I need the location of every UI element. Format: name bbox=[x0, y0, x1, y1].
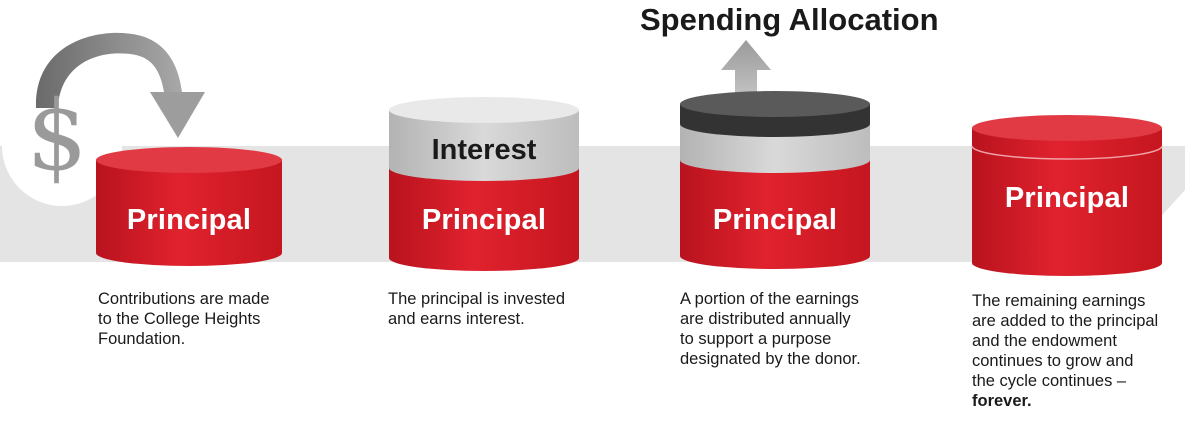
cylinder-2 bbox=[389, 97, 579, 271]
step-1-caption: Contributions are made to the College He… bbox=[98, 289, 298, 349]
caption-line: to the College Heights bbox=[98, 310, 261, 328]
step-3-caption: A portion of the earnings are distribute… bbox=[680, 289, 895, 369]
caption-line: The remaining earnings bbox=[972, 292, 1146, 310]
caption-line: The principal is invested bbox=[388, 290, 566, 308]
caption-line: are distributed annually bbox=[680, 310, 851, 328]
caption-line: Foundation. bbox=[98, 330, 186, 348]
caption-line: and the endowment bbox=[972, 332, 1117, 350]
caption-line: A portion of the earnings bbox=[680, 290, 859, 308]
cylinder-4 bbox=[971, 115, 1163, 276]
up-arrow-icon bbox=[721, 40, 771, 104]
caption-line: to support a purpose bbox=[680, 330, 832, 348]
step-2-caption: The principal is invested and earns inte… bbox=[388, 289, 598, 329]
caption-line: and earns interest. bbox=[388, 310, 525, 328]
principal-label-3: Principal bbox=[712, 204, 838, 236]
caption-line: the cycle continues – bbox=[972, 372, 1127, 390]
curved-arrow-icon bbox=[35, 32, 205, 138]
principal-label-4: Principal bbox=[1004, 182, 1130, 214]
dollar-circle bbox=[2, 86, 122, 206]
caption-line: Contributions are made bbox=[98, 290, 270, 308]
caption-line: designated by the donor. bbox=[680, 350, 861, 368]
principal-label-2: Principal bbox=[421, 204, 547, 236]
caption-forever: forever. bbox=[972, 392, 1032, 410]
principal-label-1: Principal bbox=[126, 204, 252, 236]
caption-line: continues to grow and bbox=[972, 352, 1134, 370]
dollar-icon: $ bbox=[26, 80, 88, 192]
cylinder-3 bbox=[680, 91, 870, 269]
cylinder-1 bbox=[96, 147, 282, 266]
background-band bbox=[0, 146, 1185, 262]
interest-label: Interest bbox=[431, 134, 537, 166]
spending-allocation-title: Spending Allocation bbox=[640, 2, 939, 37]
caption-line: are added to the principal bbox=[972, 312, 1159, 330]
step-4-caption: The remaining earnings are added to the … bbox=[972, 291, 1182, 411]
